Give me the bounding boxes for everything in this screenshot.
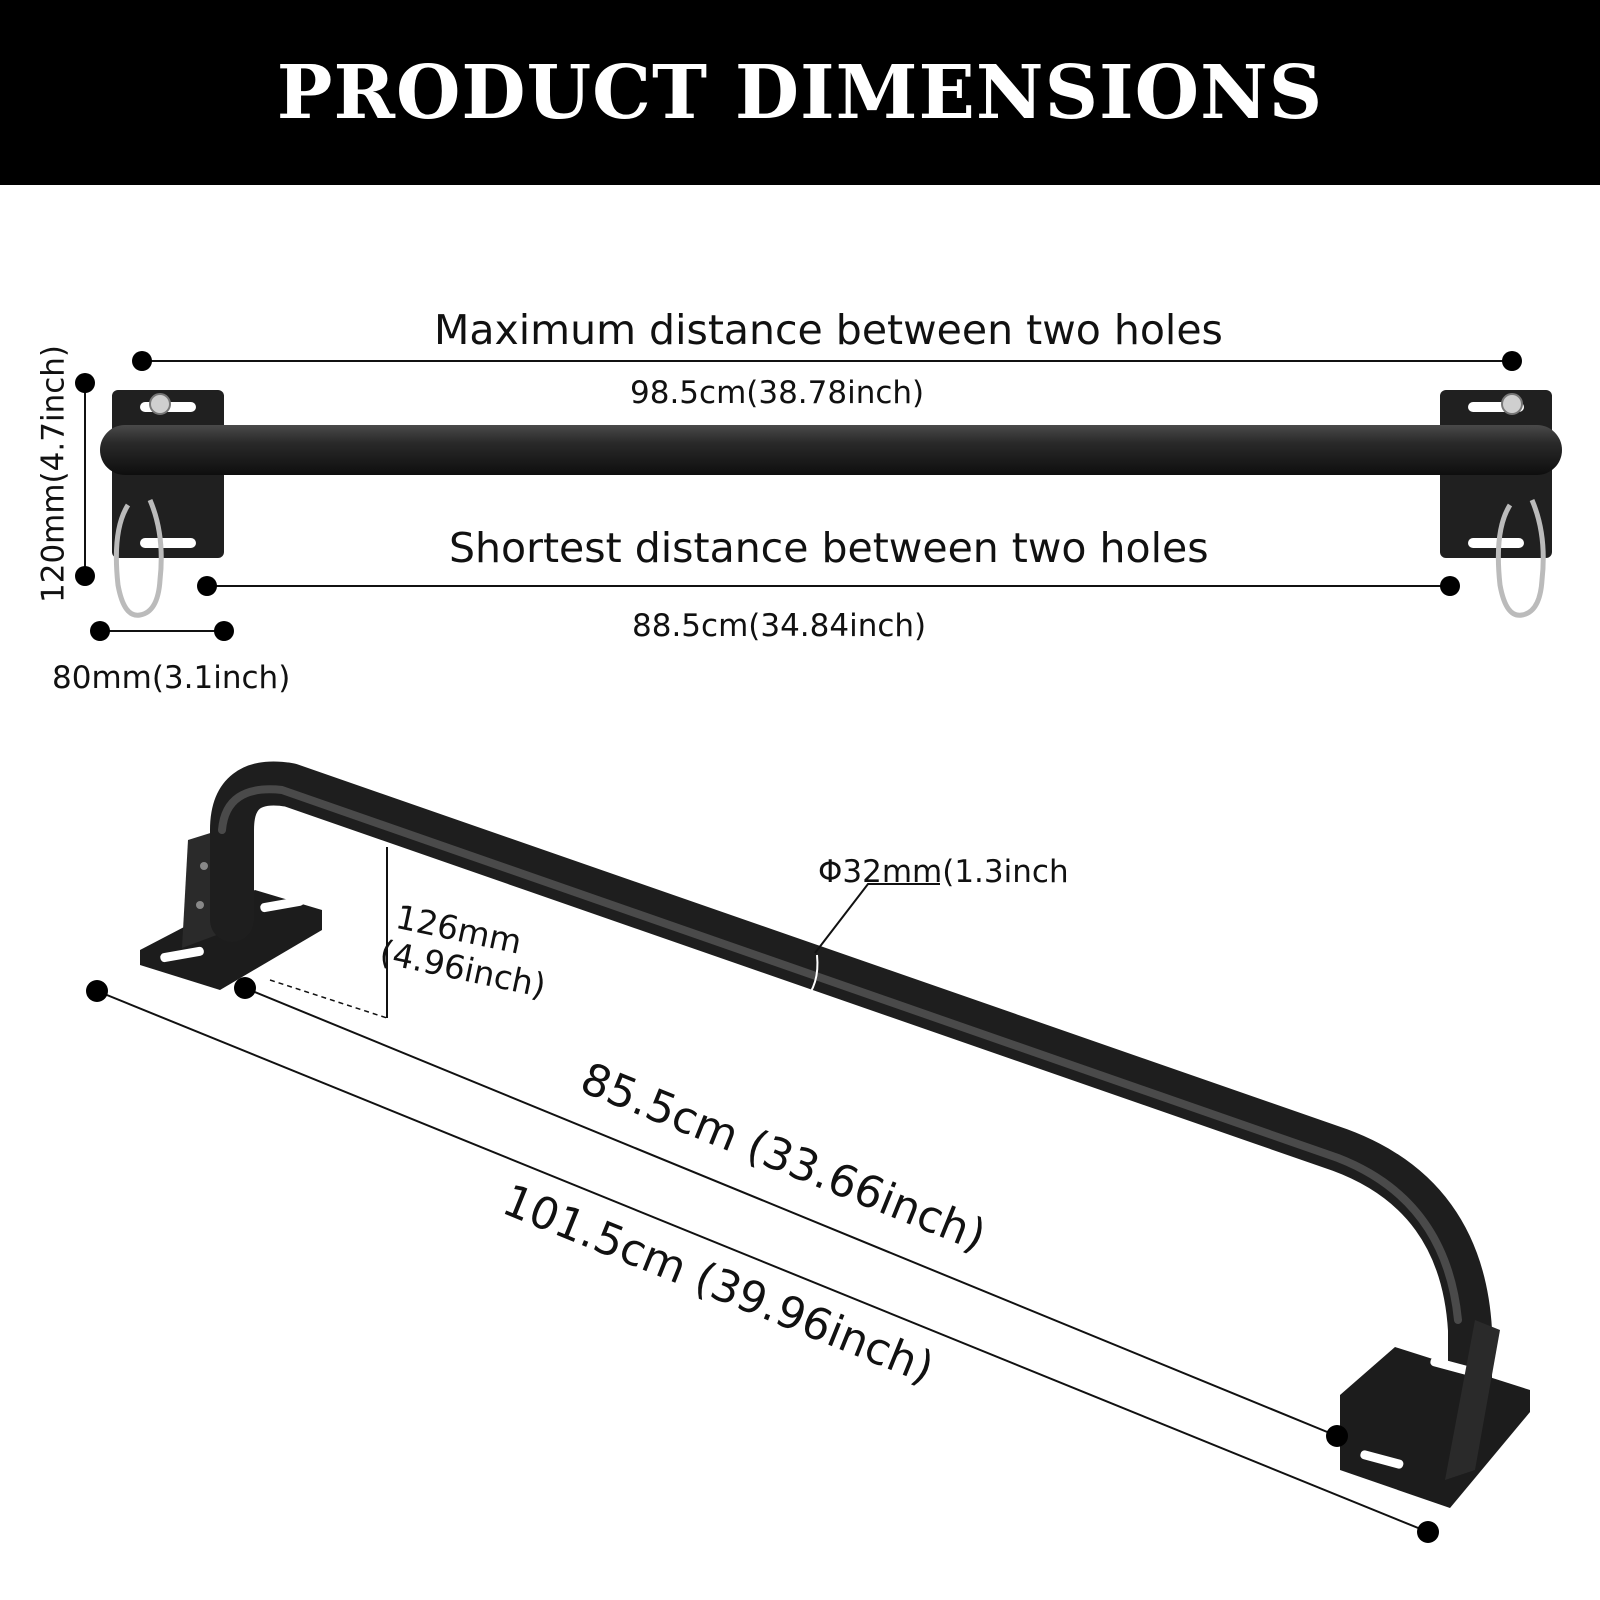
min-distance-value: 88.5cm(34.84inch) [632, 608, 927, 644]
pull-up-bar-top-view [100, 425, 1562, 475]
plate-width-label: 80mm(3.1inch) [52, 660, 291, 696]
right-base-slot-2 [1360, 1450, 1404, 1469]
inner-length-dot-right [1326, 1425, 1348, 1447]
top-view [75, 351, 1562, 641]
left-bracket-hole-1 [200, 862, 208, 870]
header-banner: PRODUCT DIMENSIONS [0, 0, 1600, 185]
page-title: PRODUCT DIMENSIONS [276, 49, 1324, 136]
diameter-label: Φ32mm(1.3inch [818, 854, 1069, 890]
right-base-plate [1340, 1347, 1530, 1508]
left-plate-bolt [149, 393, 171, 415]
max-distance-dot-left [132, 351, 152, 371]
bar-highlight [218, 785, 1462, 1324]
inner-length-line [244, 987, 1338, 1437]
min-distance-dot-left [197, 576, 217, 596]
outer-length-dot-right [1417, 1521, 1439, 1543]
outer-length-line [96, 990, 1429, 1533]
diameter-leader-line [814, 883, 940, 954]
min-distance-dot-right [1440, 576, 1460, 596]
outer-length-dot-left [86, 980, 108, 1002]
height-dashed-line [269, 979, 388, 1019]
left-base-slot-1 [160, 946, 204, 963]
left-carabiner [113, 499, 164, 618]
plate-height-dot-bottom [75, 566, 95, 586]
right-upright-bracket [1445, 1320, 1500, 1480]
plate-height-label: 120mm(4.7inch) [35, 344, 72, 604]
max-distance-dot-right [1502, 351, 1522, 371]
right-carabiner [1495, 499, 1546, 618]
left-plate-slot-bottom [140, 538, 196, 548]
inner-length-dot-left [234, 977, 256, 999]
plate-width-dot-right [214, 621, 234, 641]
right-base-slot-1 [1430, 1357, 1474, 1376]
max-distance-value: 98.5cm(38.78inch) [630, 375, 925, 411]
min-distance-label: Shortest distance between two holes [449, 524, 1209, 572]
left-bracket-hole-2 [196, 901, 204, 909]
max-distance-label: Maximum distance between two holes [434, 306, 1223, 354]
right-plate-bolt [1501, 393, 1523, 415]
plate-height-dot-top [75, 373, 95, 393]
left-base-slot-2 [260, 896, 304, 913]
plate-width-dot-left [90, 621, 110, 641]
perspective-view [86, 761, 1530, 1543]
diameter-ring [802, 954, 819, 1003]
right-plate-slot-bottom [1468, 538, 1524, 548]
